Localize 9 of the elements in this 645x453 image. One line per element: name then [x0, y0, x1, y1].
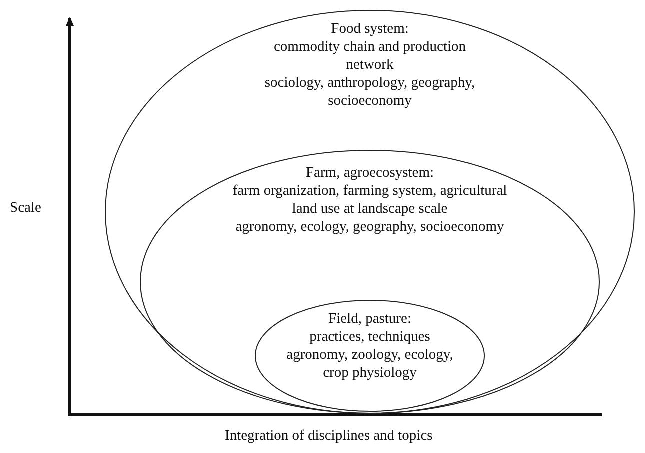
ellipse-heading: Food system: — [330, 20, 410, 38]
ellipse-heading: Farm, agroecosystem: — [304, 164, 436, 182]
ellipse-text: sociology, anthropology, geography, socioeconomy — [264, 74, 476, 110]
axis-label: Scale — [10, 200, 42, 217]
axis-label: Integration of disciplines and topics — [225, 428, 433, 445]
ellipse-text: agronomy, zoology, ecology, crop physiology — [286, 346, 454, 382]
ellipse-heading: Field, pasture: — [328, 310, 412, 328]
ellipse-text: practices, techniques — [308, 328, 432, 346]
ellipse-text: agronomy, ecology, geography, socioeconomy — [234, 218, 506, 236]
